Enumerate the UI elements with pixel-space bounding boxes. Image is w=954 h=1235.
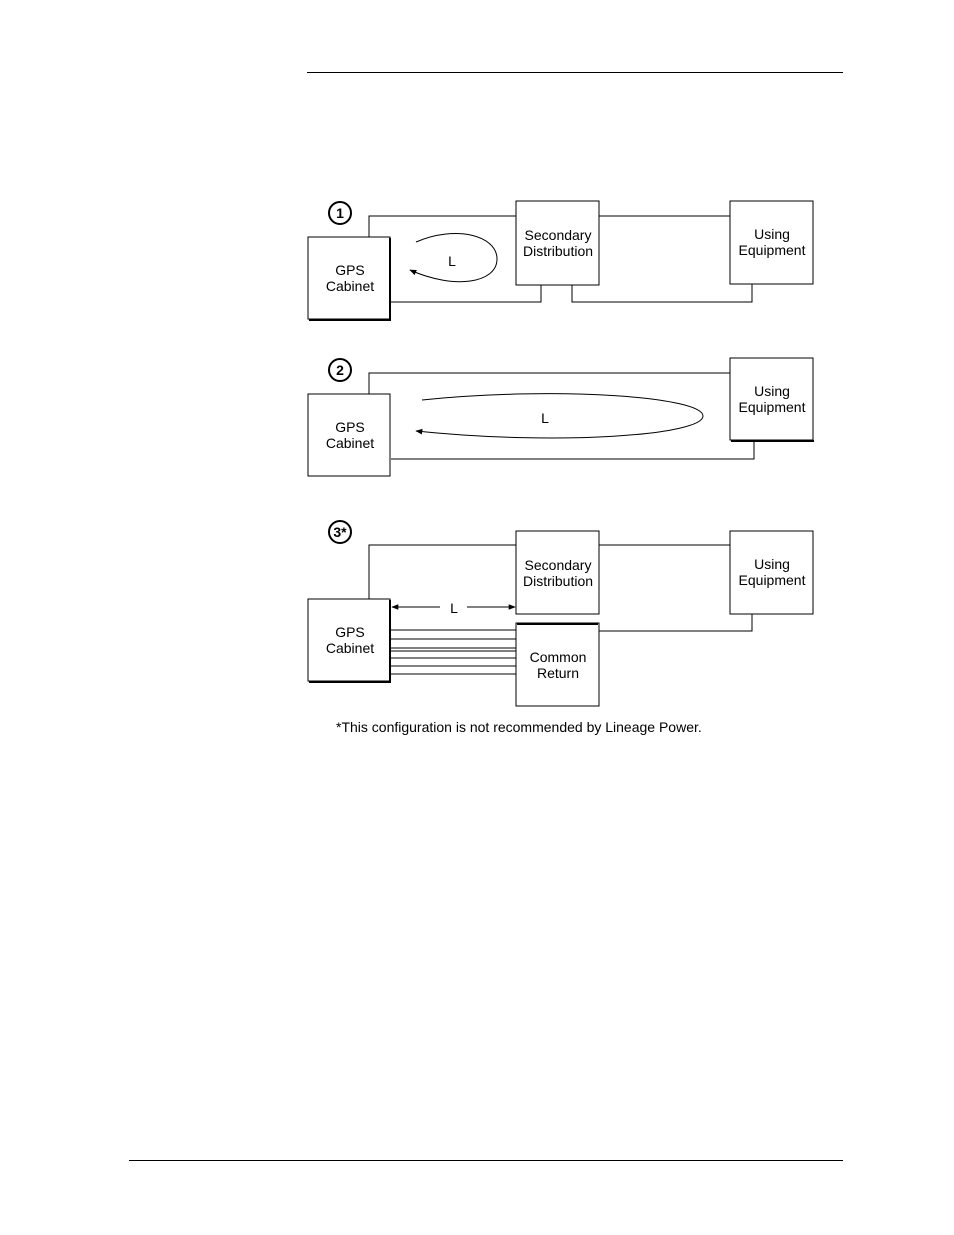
config-3-secondary-label-1: Secondary [525,557,592,573]
config-3-gps-label-1: GPS [335,624,365,640]
config-1-return-wire-b [572,284,752,302]
config-3-gps-label-2: Cabinet [326,640,374,656]
config-1-using-label-2: Equipment [739,242,806,258]
config-3-return-wire [599,614,752,631]
config-3-feed-wire [369,545,516,599]
config-2-gps-label-2: Cabinet [326,435,374,451]
config-1-return-wire-a [391,285,541,302]
config-3-badge-label: 3* [333,524,347,540]
configuration-2: 2 GPS Cabinet Using Equipment L [308,358,814,476]
config-1-gps-label-2: Cabinet [326,278,374,294]
config-2-loop-arrow [416,394,703,438]
config-1-secondary-label-1: Secondary [525,227,592,243]
config-2-return-wire [391,441,754,459]
config-1-badge-label: 1 [336,205,344,221]
config-2-badge-label: 2 [336,362,344,378]
configuration-3: 3* GPS Cabinet Secondary Distribution [308,521,813,706]
config-3-using-label-2: Equipment [739,572,806,588]
config-3-return-conductors [391,630,516,674]
config-3-secondary-label-2: Distribution [523,573,593,589]
config-2-feed-wire [369,373,730,394]
config-3-common-label-2: Return [537,665,579,681]
config-1-secondary-label-2: Distribution [523,243,593,259]
config-2-loop-label: L [541,410,549,426]
config-2-using-equipment: Using Equipment [730,358,814,441]
config-1-loop-label: L [448,253,456,269]
config-3-gps-cabinet: GPS Cabinet [308,599,390,682]
config-2-using-label-1: Using [754,383,790,399]
config-3-common-label-1: Common [530,649,587,665]
config-1-using-equipment: Using Equipment [730,201,813,284]
config-3-common-return: Common Return [516,623,599,706]
config-3-distance-label: L [450,600,458,616]
configuration-1: 1 GPS Cabinet Secondary Distribution Usi… [308,201,813,320]
config-3-using-equipment: Using Equipment [730,531,813,614]
config-2-gps-label-1: GPS [335,419,365,435]
config-3-secondary-distribution: Secondary Distribution [516,531,599,614]
footnote: *This configuration is not recommended b… [336,719,702,735]
config-1-using-label-1: Using [754,226,790,242]
config-3-using-label-1: Using [754,556,790,572]
config-2-gps-cabinet: GPS Cabinet [308,394,390,476]
config-1-gps-cabinet: GPS Cabinet [308,237,390,320]
config-2-using-label-2: Equipment [739,399,806,415]
config-1-secondary-distribution: Secondary Distribution [516,201,599,285]
config-1-gps-label-1: GPS [335,262,365,278]
